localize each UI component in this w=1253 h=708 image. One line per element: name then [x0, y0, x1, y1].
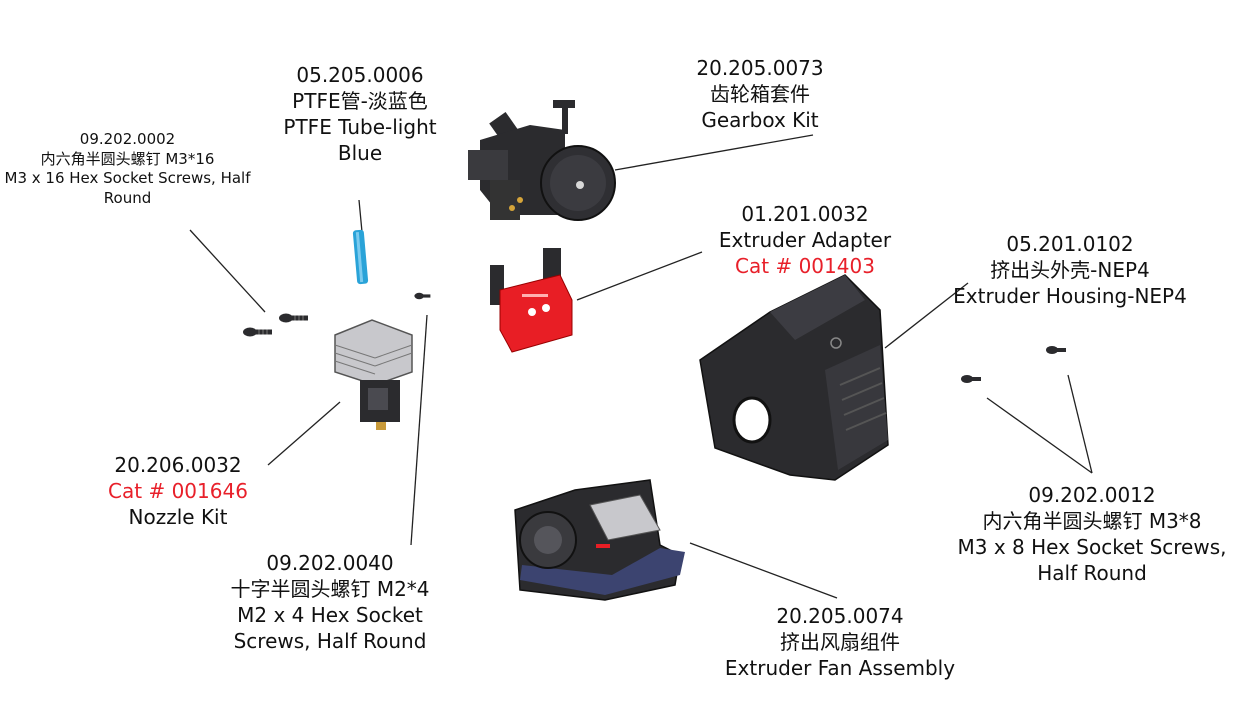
screw-m3x16-a: [242, 327, 273, 337]
label-ptfe: 05.205.0006 PTFE管-淡蓝色 PTFE Tube-light Bl…: [280, 62, 440, 166]
m2x4-name-cn: 十字半圆头螺钉 M2*4: [230, 577, 430, 601]
adapter-part-no: 01.201.0032: [741, 202, 869, 226]
m2x4-name-en-1: M2 x 4 Hex Socket: [237, 603, 423, 627]
nozzle-kit-illustration: [334, 319, 413, 430]
m3x8-name-en-1: M3 x 8 Hex Socket Screws,: [957, 535, 1227, 559]
m3x16-part-no: 09.202.0002: [79, 130, 176, 148]
nozzle-part-no: 20.206.0032: [114, 453, 242, 477]
gearbox-name-cn: 齿轮箱套件: [710, 82, 810, 106]
fan-part-no: 20.205.0074: [776, 604, 904, 628]
nozzle-cat-no: Cat # 001646: [108, 479, 248, 503]
housing-name-en: Extruder Housing-NEP4: [953, 284, 1187, 308]
m3x16-name-en-2: Round: [103, 188, 152, 207]
leader-lines: [189, 134, 1093, 599]
ptfe-tube-illustration: [352, 229, 369, 285]
adapter-name-en: Extruder Adapter: [718, 228, 892, 252]
extruder-fan-illustration: [514, 479, 685, 601]
ptfe-name-cn: PTFE管-淡蓝色: [292, 89, 428, 113]
label-extruder-fan: 20.205.0074 挤出风扇组件 Extruder Fan Assembly: [715, 603, 965, 681]
gearbox-part-no: 20.205.0073: [696, 56, 824, 80]
m2x4-part-no: 09.202.0040: [266, 551, 394, 575]
label-nozzle-kit: 20.206.0032 Cat # 001646 Nozzle Kit: [98, 452, 258, 530]
extruder-housing-illustration: [699, 274, 889, 481]
extruder-adapter-illustration: [490, 248, 573, 353]
ptfe-part-no: 05.205.0006: [296, 63, 424, 87]
label-screw-m3x8: 09.202.0012 内六角半圆头螺钉 M3*8 M3 x 8 Hex Soc…: [952, 482, 1232, 586]
housing-name-cn: 挤出头外壳-NEP4: [990, 258, 1150, 282]
label-screw-m3x16: 09.202.0002 内六角半圆头螺钉 M3*16 M3 x 16 Hex S…: [0, 130, 255, 208]
fan-name-en: Extruder Fan Assembly: [724, 656, 956, 680]
label-extruder-adapter: 01.201.0032 Extruder Adapter Cat # 00140…: [700, 201, 910, 279]
ptfe-name-en-1: PTFE Tube-light: [283, 115, 437, 139]
label-screw-m2x4: 09.202.0040 十字半圆头螺钉 M2*4 M2 x 4 Hex Sock…: [205, 550, 455, 654]
gearbox-kit-illustration: [468, 100, 616, 221]
m2x4-name-en-2: Screws, Half Round: [233, 629, 427, 653]
screw-m3x8-a: [1046, 346, 1066, 354]
m3x8-name-en-2: Half Round: [1037, 561, 1147, 585]
housing-part-no: 05.201.0102: [1006, 232, 1134, 256]
ptfe-name-en-2: Blue: [337, 141, 383, 165]
adapter-cat-no: Cat # 001403: [735, 254, 875, 278]
screw-m3x16-b: [278, 313, 309, 323]
label-gearbox: 20.205.0073 齿轮箱套件 Gearbox Kit: [680, 55, 840, 133]
m3x16-name-cn: 内六角半圆头螺钉 M3*16: [40, 149, 215, 168]
m3x8-part-no: 09.202.0012: [1028, 483, 1156, 507]
screw-m3x8-b: [961, 375, 981, 383]
m3x16-name-en-1: M3 x 16 Hex Socket Screws, Half: [4, 169, 251, 187]
label-extruder-housing: 05.201.0102 挤出头外壳-NEP4 Extruder Housing-…: [945, 231, 1195, 309]
nozzle-name-en: Nozzle Kit: [128, 505, 228, 529]
screw-m2x4: [414, 292, 431, 300]
fan-name-cn: 挤出风扇组件: [780, 630, 900, 654]
m3x8-name-cn: 内六角半圆头螺钉 M3*8: [982, 509, 1202, 533]
gearbox-name-en: Gearbox Kit: [701, 108, 819, 132]
